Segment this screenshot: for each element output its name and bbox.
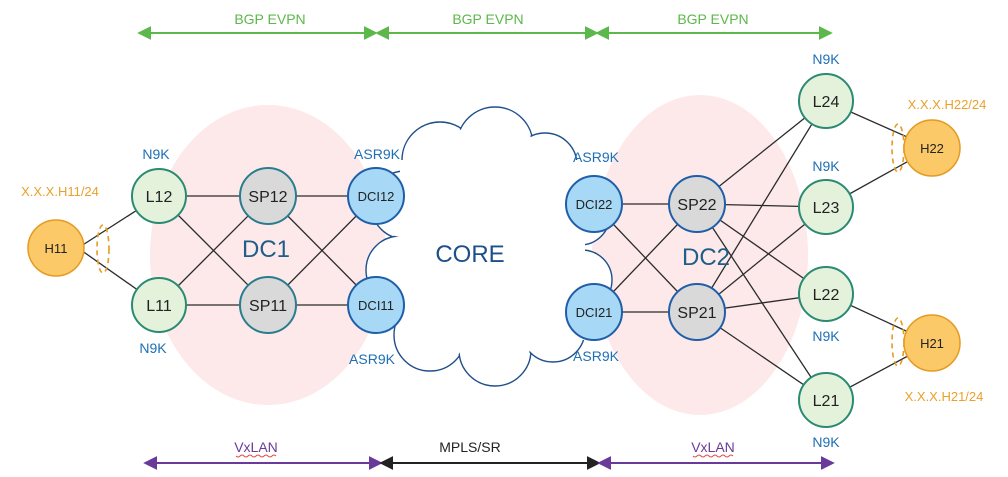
host-h21-label: H21: [920, 336, 944, 351]
dci-dci21-label: DCI21: [576, 305, 613, 320]
host-h22-ip: X.X.X.H22/24: [908, 97, 987, 112]
dci-dci22-label: DCI22: [576, 197, 613, 212]
vxlan-left-spellcheck: [235, 454, 277, 458]
evpn-label-dc1: BGP EVPN: [234, 11, 305, 27]
vendor-l12: N9K: [142, 146, 170, 162]
host-h11-ip: X.X.X.H11/24: [21, 184, 99, 199]
vxlan-right-spellcheck: [692, 454, 734, 458]
leaf-l11-label: L11: [146, 298, 172, 315]
vendor-l11: N9K: [139, 340, 167, 356]
dci-dci22[interactable]: DCI22: [565, 175, 623, 233]
vendor-dci11: ASR9K: [349, 351, 396, 367]
dc2-area: [592, 95, 808, 415]
dci-dci12[interactable]: DCI12: [347, 167, 405, 225]
vendor-l23: N9K: [812, 158, 840, 174]
leaf-l22-label: L22: [813, 287, 840, 304]
dci-dci11-label: DCI11: [358, 298, 394, 313]
spine-sp22[interactable]: SP22: [668, 175, 726, 233]
evpn-label-dc2: BGP EVPN: [677, 11, 748, 27]
mpls-label: MPLS/SR: [439, 439, 500, 455]
leaf-l11[interactable]: L11: [131, 277, 187, 333]
dc1-area: [150, 105, 386, 405]
dc1-label: DC1: [242, 236, 290, 263]
leaf-l22[interactable]: L22: [798, 266, 854, 322]
host-h21-ip: X.X.X.H21/24: [905, 389, 984, 404]
host-h22[interactable]: H22: [903, 119, 961, 177]
spine-sp11[interactable]: SP11: [239, 276, 297, 334]
dci-dci11[interactable]: DCI11: [347, 276, 405, 334]
h11-bundle-marker: [96, 224, 110, 274]
spine-sp12-label: SP12: [248, 189, 287, 206]
host-h11[interactable]: H11: [27, 219, 85, 277]
evpn-label-core: BGP EVPN: [452, 11, 523, 27]
spine-sp12[interactable]: SP12: [239, 167, 297, 225]
leaf-l23-label: L23: [813, 200, 840, 217]
host-h21[interactable]: H21: [903, 314, 961, 372]
vendor-l24: N9K: [812, 51, 840, 67]
vendor-l22: N9K: [812, 328, 840, 344]
leaf-l24-label: L24: [813, 94, 840, 111]
vendor-dci21: ASR9K: [573, 348, 620, 364]
vendor-dci22: ASR9K: [573, 149, 620, 165]
vxlan-label-right: VxLAN: [691, 439, 735, 455]
spine-sp11-label: SP11: [249, 298, 287, 315]
spine-sp21-label: SP21: [677, 305, 716, 322]
spine-sp21[interactable]: SP21: [668, 283, 726, 341]
leaf-l21[interactable]: L21: [798, 372, 854, 428]
leaf-l12[interactable]: L12: [131, 168, 187, 224]
vxlan-label-left: VxLAN: [234, 439, 278, 455]
dci-dci21[interactable]: DCI21: [565, 283, 623, 341]
leaf-l23[interactable]: L23: [798, 179, 854, 235]
leaf-l24[interactable]: L24: [798, 73, 854, 129]
host-h22-label: H22: [920, 141, 944, 156]
host-h11-label: H11: [45, 241, 68, 256]
vendor-l21: N9K: [812, 434, 840, 450]
dc2-label: DC2: [682, 244, 730, 271]
leaf-l12-label: L12: [146, 189, 173, 206]
vendor-dci12: ASR9K: [354, 146, 401, 162]
leaf-l21-label: L21: [813, 393, 840, 410]
spine-sp22-label: SP22: [677, 197, 716, 214]
dci-dci12-label: DCI12: [358, 189, 395, 204]
core-label: CORE: [435, 241, 504, 268]
